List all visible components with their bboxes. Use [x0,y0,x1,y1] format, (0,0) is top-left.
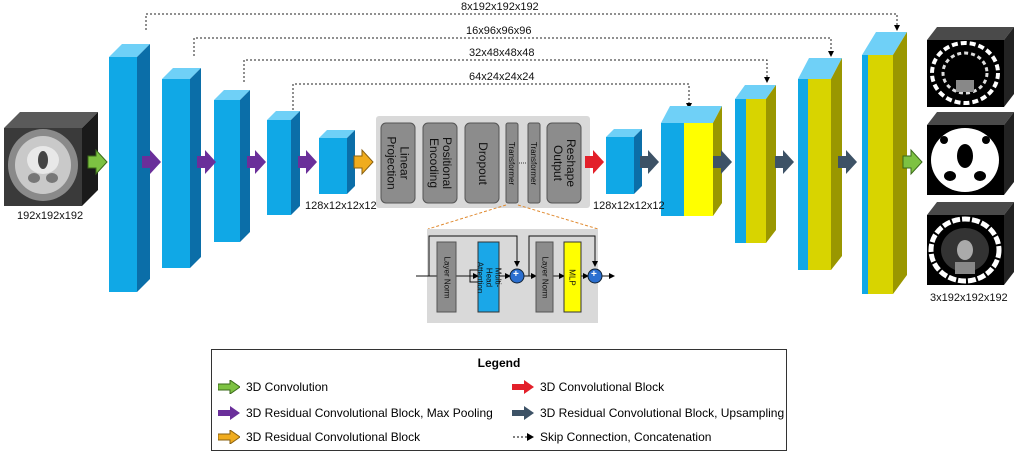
layer-norm-2-block [535,241,554,313]
arrow-maxpool-3 [247,150,266,174]
legend-label: 3D Residual Convolutional Block, Max Poo… [246,406,493,420]
skip-connection-4 [292,83,692,110]
legend-item-skip: Skip Connection, Concatenation [512,430,711,444]
legend-label: 3D Convolution [246,380,329,394]
input-size-label: 192x192x192 [17,210,84,222]
legend-item-3d-convolution: 3D Convolution [218,380,328,394]
encoder-block-1 [109,44,150,292]
skip-connection-1 [145,13,900,31]
legend-orange-arrow-icon [218,430,240,444]
detail-wiring [416,235,615,283]
legend-item-conv-block: 3D Convolutional Block [512,380,664,394]
legend-navy-arrow-icon [512,406,534,420]
plus-2-label: + [591,269,597,280]
arrow-maxpool-4 [298,150,317,174]
arrow-upsample-1 [640,150,659,174]
encoder-block-2 [162,68,201,268]
linear-projection-block [380,122,416,204]
skip-connection-2 [193,37,834,57]
bottleneck-output-block [606,129,642,194]
legend-item-upsampling: 3D Residual Convolutional Block, Upsampl… [512,406,784,420]
legend-purple-arrow-icon [218,406,240,420]
reshape-output-label: Reshape Output [551,138,579,188]
skip-connection-3 [243,59,770,83]
transformer-2-label: Transformer [529,141,539,185]
transformer-block-1 [505,122,519,204]
bottleneck-in-label: 128x12x12x12 [305,200,377,212]
output-volume-1 [927,27,1014,107]
legend-label: 3D Residual Convolutional Block, Upsampl… [540,406,785,420]
legend-label: 3D Residual Convolutional Block [246,430,421,444]
skip-label-1: 8x192x192x192 [461,1,539,13]
encoder-block-3 [214,90,250,242]
output-volume-2 [927,112,1014,195]
output-size-label: 3x192x192x192 [930,292,1008,304]
arrow-conv-block [585,150,604,174]
layer-norm-2-label: Layer Norm [540,256,550,298]
decoder-block-2 [798,58,842,270]
plus-1-label: + [513,269,519,280]
arrow-upsample-4 [838,150,857,174]
bottleneck-input-block [319,130,355,194]
arrow-upsample-3 [775,150,794,174]
arrow-upsample-2 [713,150,732,174]
layer-norm-1-label: Layer Norm [442,256,452,298]
arrow-3d-convolution-in [87,148,108,176]
skip-label-4: 64x24x24x24 [469,71,535,83]
dropout-label: Dropout [475,141,490,185]
arrow-maxpool-1 [142,150,161,174]
legend-green-arrow-icon [218,380,240,394]
reshape-output-block [546,122,582,204]
legend-item-residual: 3D Residual Convolutional Block [218,430,420,444]
positional-encoding-block [422,122,458,204]
legend-title: Legend [477,356,521,370]
layer-norm-1-block [436,241,457,313]
skip-label-2: 16x96x96x96 [466,25,532,37]
decoder-block-4 [661,106,722,216]
encoder-block-4 [267,111,300,215]
zoom-lines [427,204,599,230]
mlp-block [563,241,582,313]
legend-label: 3D Convolutional Block [540,380,665,394]
legend: Legend 3D Convolution 3D Convolutional B… [211,349,787,451]
residual-add-2 [587,268,603,284]
linear-projection-label: Linear Projection [385,136,413,190]
skip-label-3: 32x48x48x48 [469,47,535,59]
legend-dashed-arrow-icon [513,433,534,441]
decoder-block-1 [862,32,907,294]
arrow-3d-convolution-out [902,148,923,176]
bottleneck-out-label: 128x12x12x12 [593,200,665,212]
legend-label: Skip Connection, Concatenation [540,430,712,444]
mlp-label: MLP [567,268,577,286]
legend-red-arrow-icon [512,380,534,394]
legend-item-maxpool: 3D Residual Convolutional Block, Max Poo… [218,406,493,420]
attention-label: Multi-Head Attention [475,261,503,293]
transformer-1-label: Transformer [507,141,517,185]
residual-add-1 [509,268,525,284]
decoder-block-3 [735,85,776,243]
transformer-block-2 [527,122,541,204]
dropout-block [464,122,500,204]
attention-block [477,241,500,313]
positional-encoding-label: Positional Encoding [427,136,454,190]
arrow-residual-block [353,148,374,176]
output-volume-3 [927,202,1014,285]
input-mri-volume [4,112,98,206]
arrow-maxpool-2 [197,150,216,174]
